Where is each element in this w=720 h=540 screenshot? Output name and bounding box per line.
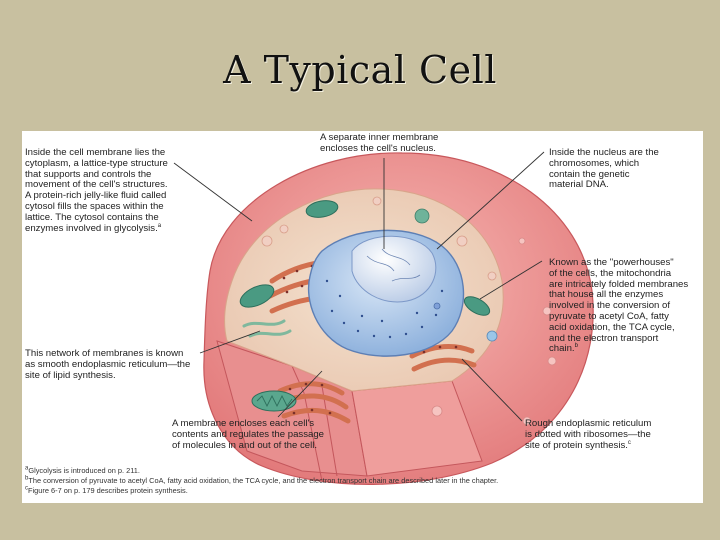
footnote: cFigure 6-7 on p. 179 describes protein …	[25, 485, 188, 496]
mitochondria-label: Known as the "powerhouses" of the cells,…	[549, 257, 689, 355]
footnote-text: Glycolysis is introduced on p. 211.	[28, 466, 140, 475]
footnote-text: Figure 6-7 on p. 179 describes protein s…	[28, 486, 188, 495]
smooth-er-label: This network of membranes is known as sm…	[25, 348, 191, 381]
nucleus	[307, 229, 465, 357]
cytoplasm-label-text: Inside the cell membrane lies the cytopl…	[25, 147, 168, 234]
slide-title: A Typical Cell	[223, 48, 497, 92]
mitochondria-footnote-mark: b	[574, 343, 578, 350]
footnote: bThe conversion of pyruvate to acetyl Co…	[25, 475, 499, 486]
cell-figure: Inside the cell membrane lies the cytopl…	[22, 131, 703, 503]
nucleus-label: Inside the nucleus are the chromosomes, …	[549, 147, 659, 191]
cytoplasm-footnote-mark: a	[157, 222, 162, 229]
rough-er-label: Rough endoplasmic reticulum is dotted wi…	[525, 418, 652, 451]
mitochondria-label-text: Known as the "powerhouses" of the cells,…	[549, 257, 689, 355]
footnote-mark: c	[25, 485, 28, 492]
rough-er-label-text: Rough endoplasmic reticulum is dotted wi…	[525, 418, 652, 451]
footnote-mark: b	[25, 475, 29, 482]
rough-er-footnote-mark: c	[627, 439, 631, 446]
inner-membrane-label: A separate inner membrane encloses the c…	[320, 132, 439, 154]
cell-illustration	[173, 151, 594, 485]
cell-membrane-label: A membrane encloses each cell's contents…	[172, 418, 325, 451]
footnote-mark: a	[25, 465, 29, 472]
smooth-er	[242, 319, 292, 338]
cytoplasm-label: Inside the cell membrane lies the cytopl…	[25, 147, 168, 234]
footnote-text: The conversion of pyruvate to acetyl CoA…	[28, 476, 499, 485]
leader-lines	[173, 151, 545, 422]
mitochondria	[239, 200, 491, 412]
vesicles	[261, 196, 557, 426]
footnote: aGlycolysis is introduced on p. 211.	[25, 465, 140, 476]
